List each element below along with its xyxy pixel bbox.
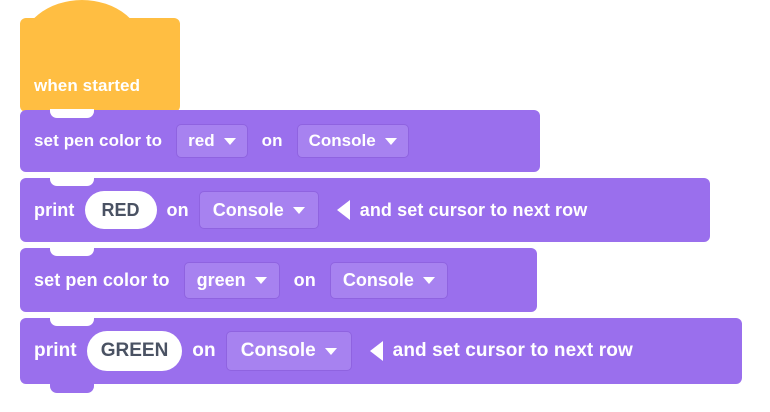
set-pen-color-label-on: on: [261, 131, 283, 150]
set-pen-color-label-start: set pen color to: [34, 131, 163, 150]
print-label-start: print: [34, 199, 75, 220]
print-green-label-start: print: [34, 340, 77, 361]
dropdown-device-red-value: Console: [308, 131, 376, 150]
chevron-down-icon: [254, 276, 267, 284]
dropdown-device-green[interactable]: Console: [329, 261, 448, 299]
set-pen-color-green-label-on: on: [293, 269, 316, 290]
chevron-down-icon: [384, 137, 397, 145]
dropdown-device-green-value: Console: [342, 269, 414, 290]
dropdown-pen-color-green-value: green: [196, 269, 246, 290]
triangle-left-icon: [336, 200, 350, 220]
dropdown-device-print-green-value: Console: [240, 340, 316, 361]
print-green-label-end: and set cursor to next row: [392, 340, 633, 361]
dropdown-device-print-red-value: Console: [212, 199, 284, 220]
dropdown-pen-color-red-value: red: [188, 131, 215, 150]
when-started-label: when started: [34, 76, 141, 95]
block-print-green[interactable]: print GREEN on Console and set cursor to…: [20, 317, 742, 393]
triangle-left-icon: [369, 341, 383, 361]
block-bottom-tab: [50, 383, 94, 393]
print-label-end: and set cursor to next row: [359, 199, 588, 220]
print-green-label-on: on: [192, 340, 216, 361]
print-text-input-red[interactable]: RED: [84, 191, 157, 229]
dropdown-pen-color-red[interactable]: red: [176, 124, 248, 158]
block-top-notch: [50, 109, 94, 118]
block-set-pen-color-red[interactable]: set pen color to red on Console: [20, 109, 540, 172]
hat-block-shoulder: [120, 34, 180, 74]
chevron-down-icon: [324, 347, 337, 355]
block-top-notch: [50, 177, 94, 186]
chevron-down-icon: [223, 137, 236, 145]
dropdown-pen-color-green[interactable]: green: [183, 261, 280, 299]
block-top-notch: [50, 317, 94, 326]
print-text-input-green[interactable]: GREEN: [86, 331, 183, 371]
block-set-pen-color-green[interactable]: set pen color to green on Console: [20, 247, 537, 312]
chevron-down-icon: [422, 276, 435, 284]
set-pen-color-green-label-start: set pen color to: [34, 269, 170, 290]
block-top-notch: [50, 247, 94, 256]
dropdown-device-print-green[interactable]: Console: [225, 331, 352, 371]
block-print-red[interactable]: print RED on Console and set cursor to n…: [20, 177, 710, 242]
chevron-down-icon: [292, 206, 305, 214]
block-when-started[interactable]: when started: [20, 0, 180, 112]
dropdown-device-print-red[interactable]: Console: [198, 191, 319, 229]
dropdown-device-red[interactable]: Console: [296, 124, 409, 158]
print-label-on: on: [166, 199, 189, 220]
